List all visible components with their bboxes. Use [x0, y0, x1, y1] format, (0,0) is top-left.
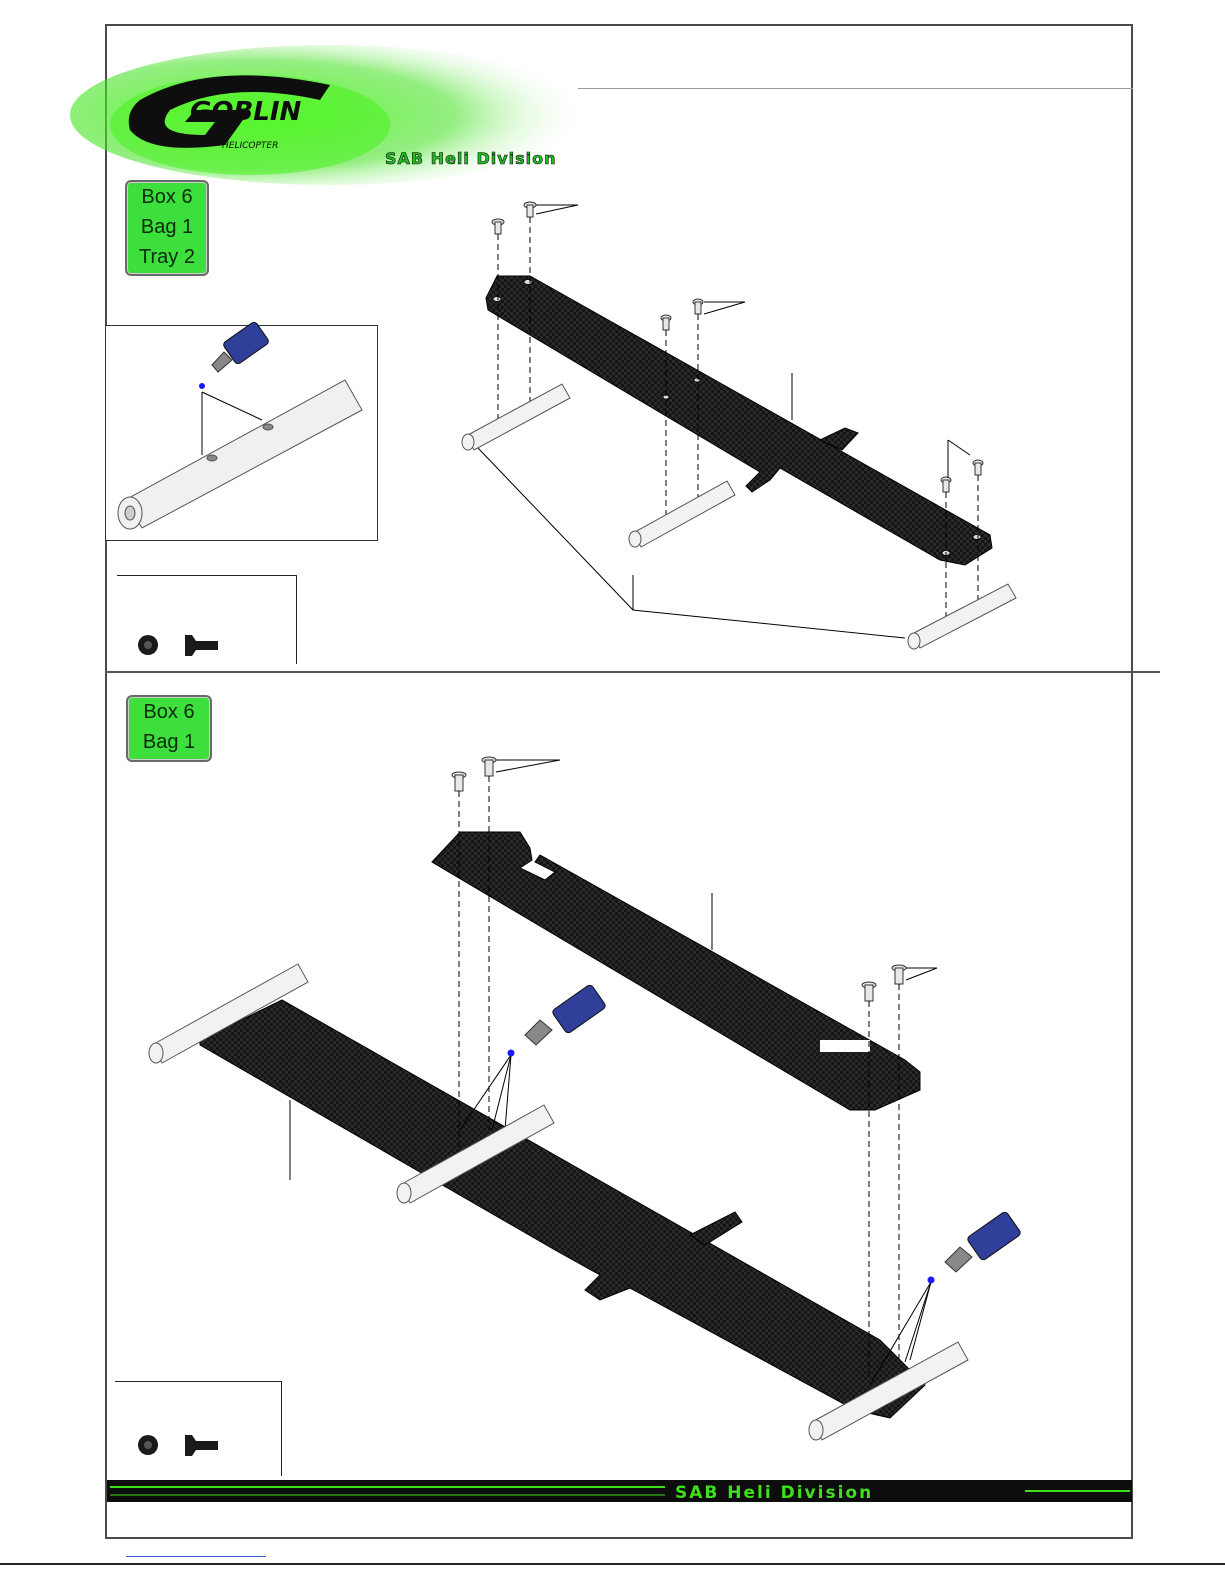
page-bottom-rule [0, 1563, 1225, 1565]
screw-top-icon [138, 635, 158, 655]
loctite-bottle-icon [928, 1211, 1022, 1284]
screw-side-icon [185, 1435, 218, 1456]
screw-side-icon [452, 772, 466, 791]
screw-side-icon [524, 202, 536, 217]
loctite-bottle-icon [508, 984, 607, 1057]
screw-side-icon [492, 219, 504, 234]
screw-side-icon [482, 757, 496, 776]
inset-standoff [118, 380, 362, 529]
screw-side-icon [862, 982, 876, 1001]
screw-side-icon [892, 965, 906, 984]
footer-link-underline [126, 1556, 266, 1557]
step2-upper-plate [432, 832, 920, 1110]
screw-top-icon [138, 1435, 158, 1455]
screw-side-icon [973, 460, 983, 475]
step1-carbon-plate [486, 276, 992, 565]
screw-side-icon [185, 635, 218, 656]
screw-side-icon [941, 477, 951, 492]
screw-side-icon [693, 299, 703, 314]
screw-side-icon [661, 315, 671, 330]
footer-banner: SAB Heli Division [107, 1480, 1132, 1503]
footer-banner-text: SAB Heli Division [675, 1483, 873, 1503]
loctite-bottle-icon [199, 321, 270, 389]
